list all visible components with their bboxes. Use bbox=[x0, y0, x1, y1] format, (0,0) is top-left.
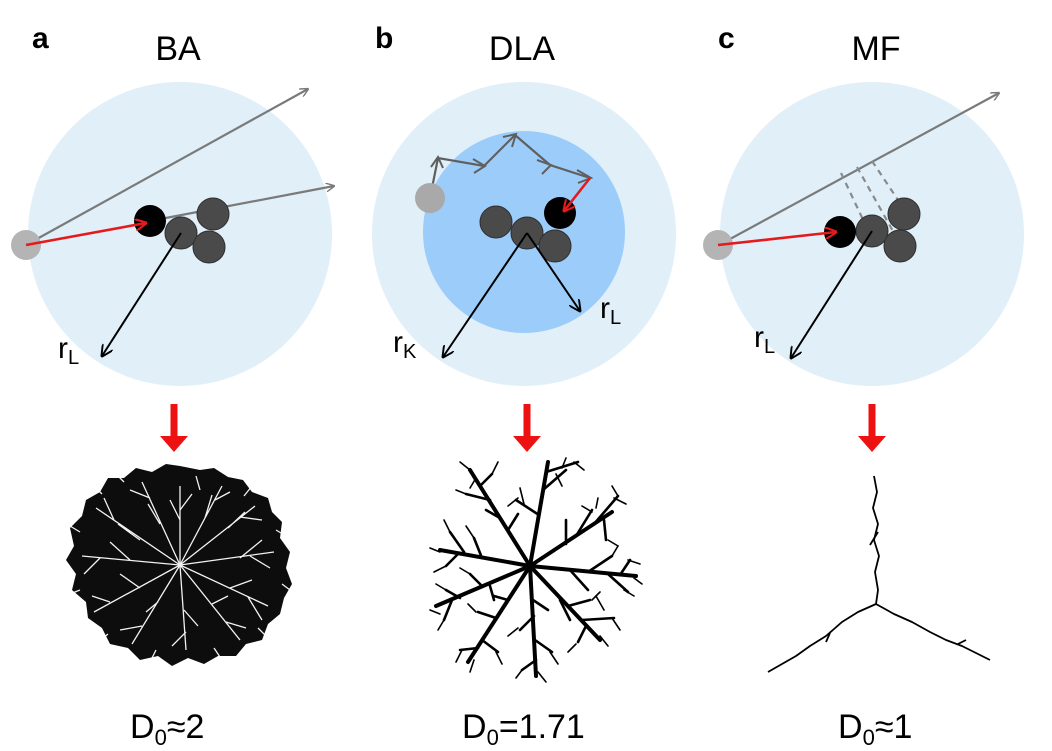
panel-b-title: DLA bbox=[489, 30, 555, 68]
cluster-particle bbox=[479, 205, 513, 239]
radius-arrow bbox=[102, 232, 182, 356]
new-particle bbox=[134, 205, 166, 237]
mf-cluster bbox=[767, 475, 991, 673]
radius-arrow-rl bbox=[526, 232, 580, 311]
random-walk-path bbox=[428, 133, 591, 199]
flow-arrow-head bbox=[160, 436, 188, 452]
panel-a-letter: a bbox=[32, 22, 49, 55]
ba-cluster bbox=[66, 464, 292, 666]
cluster-particle bbox=[192, 230, 226, 264]
hit-arrow bbox=[717, 232, 836, 247]
incoming-particle bbox=[415, 183, 445, 213]
walk-arrowheads bbox=[430, 132, 594, 184]
projection-lines bbox=[840, 160, 907, 243]
cluster-particle bbox=[196, 197, 230, 231]
radius-arrow-rk bbox=[443, 232, 528, 357]
panel-b-letter: b bbox=[375, 22, 393, 55]
flow-arrow-head bbox=[513, 436, 541, 452]
dla-cluster bbox=[429, 457, 643, 683]
trajectory-arrow bbox=[149, 186, 334, 223]
panel-c-title: MF bbox=[851, 30, 900, 68]
radius-label-rl: rL bbox=[58, 332, 79, 369]
radius-label-rl: rL bbox=[600, 292, 621, 329]
panel-c: c MF rL D0≈1 bbox=[703, 22, 1024, 750]
radius-label-rk: rK bbox=[393, 326, 417, 363]
panel-a: a BA rL bbox=[11, 22, 334, 750]
hit-arrow bbox=[564, 177, 592, 211]
dimension-label-a: D0≈2 bbox=[130, 708, 204, 750]
radius-arrow bbox=[791, 230, 873, 358]
radius-label-rl: rL bbox=[754, 321, 775, 358]
dimension-label-c: D0≈1 bbox=[838, 708, 912, 750]
trajectory-arrow bbox=[25, 89, 308, 246]
flow-arrow-head bbox=[858, 436, 886, 452]
new-particle bbox=[824, 216, 856, 248]
panel-a-title: BA bbox=[155, 30, 201, 68]
panel-c-letter: c bbox=[718, 22, 735, 55]
panel-b: b DLA rK rL bbox=[372, 22, 676, 750]
dimension-label-b: D0=1.71 bbox=[462, 708, 585, 750]
cluster-particle bbox=[883, 229, 917, 263]
cluster-particle bbox=[538, 229, 572, 263]
cluster-particle bbox=[887, 197, 921, 231]
hit-arrow bbox=[25, 223, 146, 247]
